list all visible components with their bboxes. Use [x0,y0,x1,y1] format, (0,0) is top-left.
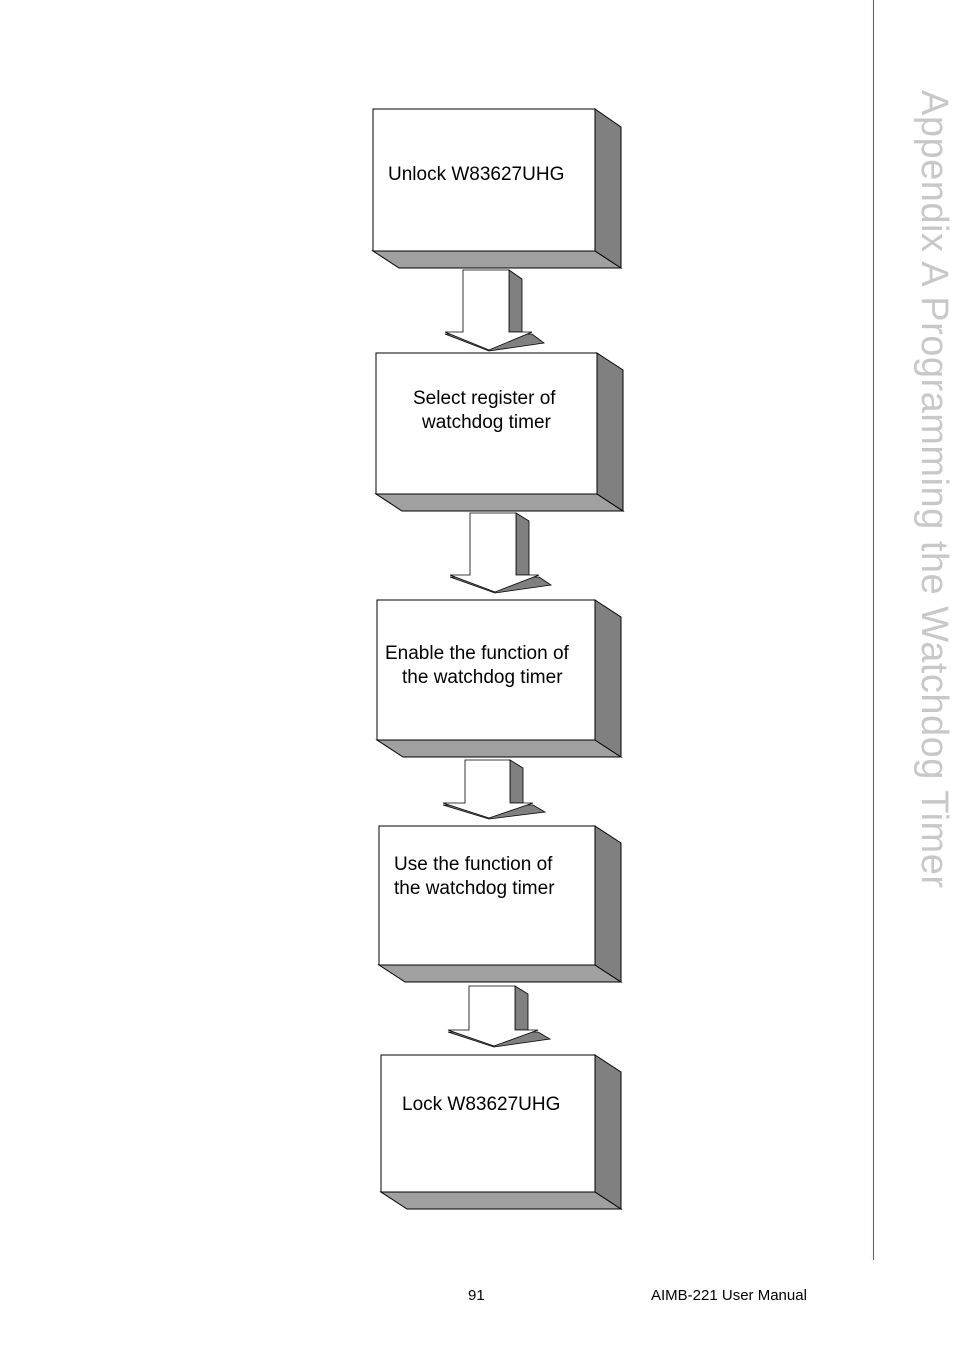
flow-step-use-function [377,825,623,983]
flow-arrow-down [447,985,552,1048]
flow-arrow-down [449,512,553,594]
step-label-select-line2: watchdog timer [422,412,551,433]
step-label-enable-line1: Enable the function of [385,643,569,664]
flow-arrow-down [444,269,546,352]
manual-name: AIMB-221 User Manual [651,1287,807,1304]
step-label-use-line1: Use the function of [394,854,553,875]
page-number: 91 [468,1287,485,1304]
step-label-unlock: Unlock W83627UHG [388,164,565,185]
step-label-select-line1: Select register of [413,388,556,409]
appendix-title: Appendix A Programming the Watchdog Time… [913,90,954,889]
step-label-use-line2: the watchdog timer [394,878,555,899]
flow-step-enable-function [375,599,623,758]
sidebar-divider [873,0,874,1260]
flow-arrow-down [442,759,547,820]
flow-step-lock [379,1054,623,1210]
step-label-enable-line2: the watchdog timer [402,667,563,688]
flow-step-select-register [374,352,625,512]
flow-step-unlock [371,108,623,269]
step-label-lock: Lock W83627UHG [402,1094,561,1115]
